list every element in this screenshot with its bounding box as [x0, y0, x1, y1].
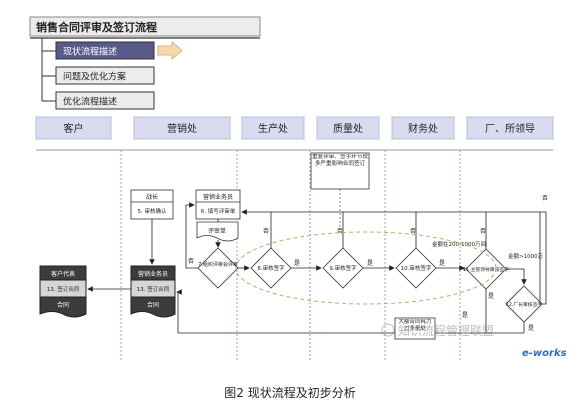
label-yes-leader: 是 — [488, 293, 494, 300]
connectors — [87, 202, 547, 334]
amount-labels: 金额在200-1000万间 金额>1000万 — [432, 240, 544, 260]
lane-header-production-label: 生产处 — [258, 122, 288, 135]
logo-text: e-works — [522, 348, 567, 359]
lane-header-finance — [391, 116, 455, 140]
flowchart-canvas: 销售合同评审及签订流程 现状流程描述 问题及优化方案 优化流程描述 客户 营销处… — [29, 16, 567, 360]
organize-review-text: 7.组织评审会评审 — [198, 261, 238, 268]
menu-item-current-process[interactable] — [55, 41, 155, 60]
production-sign-label: 8.审核签字 — [257, 264, 285, 272]
label-yes-qual: 是 — [367, 260, 373, 267]
fill-review-form-box: 营销业务员 6. 填写评审单 — [195, 189, 241, 220]
review-form-document: 评审单 — [196, 221, 239, 242]
review-confirm-label: 5. 审核确认 — [138, 207, 167, 215]
label-yes-bottom: 是 — [462, 312, 468, 319]
factory-sign-label: 12.厂长审核签字 — [506, 301, 543, 308]
lane-header-sales — [133, 116, 231, 140]
wechat-icon — [381, 323, 395, 337]
lane-headers: 客户 营销处 生产处 质量处 财务处 厂、所领导 — [35, 116, 554, 140]
sales-contract-label: 合同 — [147, 301, 159, 309]
logo: e-works — [522, 348, 567, 359]
title-bar: 销售合同评审及签订流程 — [29, 16, 261, 39]
note-top: 重复评审、签字环节较多严重影响合同签订 — [310, 152, 370, 228]
lane-header-finance-label: 财务处 — [408, 122, 438, 135]
label-yes-fin: 是 — [439, 260, 445, 267]
factory-head-label: 战长 — [146, 193, 158, 201]
lane-header-leaders — [466, 116, 554, 140]
menu-item-problems[interactable] — [55, 66, 155, 85]
lane-header-sales-label: 营销处 — [167, 122, 197, 135]
label-no-leader: 否 — [480, 228, 486, 235]
leader-sign-label: 11.主管领导审核签字 — [463, 266, 509, 273]
fill-review-label: 6. 填写评审单 — [201, 207, 236, 215]
quality-sign-label: 9.审核签字 — [329, 264, 357, 272]
issue-highlight-ellipse — [235, 231, 497, 305]
review-confirm-box: 战长 5. 审核确认 — [130, 189, 174, 220]
lane-dividers — [120, 150, 461, 360]
sales-staff-label: 营销业务员 — [203, 193, 233, 201]
sales-person-label: 营销业务员 — [138, 270, 168, 278]
watermark-text: 知识流程管理联盟 — [398, 323, 494, 338]
lane-header-customer — [35, 116, 112, 140]
finance-sign-label: 10.审核签字 — [401, 264, 432, 272]
organize-review-decision: 7.组织评审会评审 — [197, 247, 239, 289]
note-bottom-text: 大额合同耗力过多来处 — [398, 319, 432, 332]
review-form-label: 评审单 — [208, 227, 226, 235]
menu-item-current-process-label: 现状流程描述 — [63, 46, 117, 58]
arrow-right-icon — [157, 41, 183, 60]
lane-header-production — [241, 116, 305, 140]
label-no-qual: 否 — [337, 228, 343, 235]
lane-header-quality-label: 质量处 — [333, 123, 363, 135]
customer-rep-label: 客户代表 — [51, 270, 75, 278]
note-top-text: 重复评审、签字环节较多严重影响合同签订 — [312, 154, 368, 167]
leader-sign-decision: 11.主管领导审核签字 — [463, 248, 509, 290]
menu-item-optimized-process[interactable] — [55, 91, 155, 110]
customer-sign-label: 13. 签订合同 — [47, 285, 80, 293]
figure-caption: 图2 现状流程及初步分析 — [224, 386, 356, 400]
label-no-factory: 否 — [542, 195, 548, 202]
factory-sign-decision: 12.厂长审核签字 — [505, 285, 543, 323]
lane-header-quality — [316, 116, 380, 140]
menu-item-optimized-process-label: 优化流程描述 — [63, 96, 117, 108]
lane-header-customer-label: 客户 — [64, 122, 84, 135]
lane-header-leaders-label: 厂、所领导 — [485, 122, 535, 135]
customer-contract-label: 合同 — [57, 301, 69, 309]
label-yes-prod: 是 — [294, 260, 300, 267]
finance-sign-decision: 10.审核签字 — [395, 247, 437, 289]
amount-mid-label: 金额在200-1000万间 — [432, 240, 486, 248]
sales-sign-label: 13. 签订合同 — [137, 285, 170, 293]
production-sign-decision: 8.审核签字 — [250, 247, 292, 289]
label-no-organize: 否 — [188, 258, 194, 265]
label-yes-factory: 是 — [528, 325, 534, 332]
watermark: 知识流程管理联盟 — [381, 323, 494, 338]
menu-item-problems-label: 问题及优化方案 — [63, 71, 126, 83]
menu-tree: 现状流程描述 问题及优化方案 优化流程描述 — [41, 38, 183, 110]
organize-review-label: 7.组织评审会评审 — [198, 261, 238, 268]
label-no-prod: 否 — [263, 228, 269, 235]
label-no-fin: 否 — [410, 228, 416, 235]
branch-labels: 否 否 是 否 是 否 是 否 是 否 是 是 — [188, 195, 548, 332]
sales-sign-block: 营销业务员 13. 签订合同 合同 — [130, 265, 176, 318]
quality-sign-decision: 9.审核签字 — [322, 247, 364, 289]
page-title: 销售合同评审及签订流程 — [36, 20, 157, 34]
note-bottom: 大额合同耗力过多来处 — [394, 317, 436, 340]
amount-high-label: 金额>1000万 — [508, 252, 544, 260]
customer-sign-block: 客户代表 13. 签订合同 合同 — [39, 265, 87, 318]
